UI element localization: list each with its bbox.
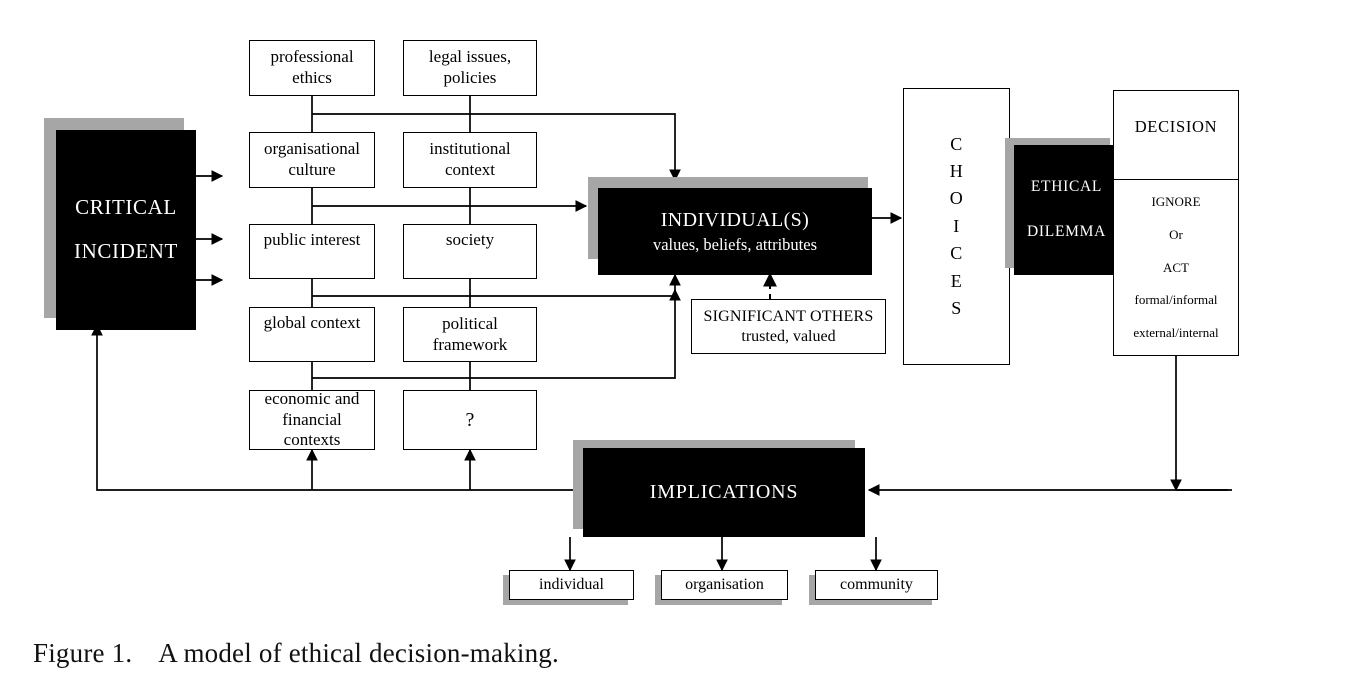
society-box[interactable]: society [403, 224, 537, 279]
implications-title: IMPLICATIONS [649, 481, 799, 504]
choices-box[interactable]: C H O I C E S [903, 88, 1010, 365]
wire-branch-top [312, 113, 681, 182]
choices-letter-0: C [950, 133, 963, 154]
unknown-factor-label: ? [465, 408, 475, 431]
ethical-dilemma-box[interactable]: ETHICAL DILEMMA [1014, 145, 1119, 275]
public-interest-box[interactable]: public interest [249, 224, 375, 279]
ethical-dilemma-line2: DILEMMA [1027, 223, 1106, 240]
figure-label: Figure 1. [33, 638, 133, 668]
choices-letter-4: C [950, 243, 963, 264]
critical-incident-box[interactable]: CRITICAL INCIDENT [56, 130, 196, 330]
economic-financial-line1: economic and [264, 388, 360, 408]
outcome-organisation-box[interactable]: organisation [661, 570, 788, 600]
decision-heading: DECISION [1134, 117, 1218, 136]
economic-financial-line3: contexts [283, 430, 341, 450]
political-framework-line2: framework [432, 334, 508, 354]
legal-issues-box[interactable]: legal issues, policies [403, 40, 537, 96]
institutional-context-box[interactable]: institutional context [403, 132, 537, 188]
professional-ethics-box[interactable]: professional ethics [249, 40, 375, 96]
decision-heading-box[interactable]: DECISION [1113, 90, 1239, 180]
significant-others-subtitle: trusted, valued [741, 327, 836, 345]
significant-others-box[interactable]: SIGNIFICANT OTHERS trusted, valued [691, 299, 886, 354]
implications-box[interactable]: IMPLICATIONS [583, 448, 865, 537]
choices-letter-5: E [950, 270, 963, 291]
organisational-culture-line2: culture [288, 160, 336, 179]
decision-option-2: ACT [1163, 259, 1189, 275]
individuals-title: INDIVIDUAL(S) [660, 208, 810, 231]
decision-options-box[interactable]: IGNORE Or ACT formal/informal external/i… [1113, 180, 1239, 356]
global-context-label: global context [263, 313, 361, 332]
organisational-culture-line1: organisational [264, 139, 360, 159]
choices-letter-3: I [953, 215, 960, 236]
wire-impl-feedback [91, 323, 583, 491]
legal-issues-line1: legal issues, [428, 47, 512, 67]
critical-incident-line1: CRITICAL [75, 195, 177, 220]
society-label: society [445, 230, 495, 249]
outcome-community-box[interactable]: community [815, 570, 938, 600]
individuals-box[interactable]: INDIVIDUAL(S) values, beliefs, attribute… [598, 188, 872, 275]
outcome-individual-label: individual [539, 576, 604, 594]
economic-financial-box[interactable]: economic and financial contexts [249, 388, 375, 450]
choices-letter-6: S [951, 297, 962, 318]
decision-option-4: external/internal [1133, 324, 1219, 340]
global-context-box[interactable]: global context [249, 307, 375, 362]
professional-ethics-line1: professional [270, 47, 354, 67]
choices-letter-1: H [949, 161, 964, 182]
decision-option-0: IGNORE [1151, 194, 1201, 210]
institutional-context-line2: context [444, 160, 496, 179]
wire-branch-4 [312, 288, 681, 379]
outcome-organisation-label: organisation [685, 576, 764, 594]
organisational-culture-box[interactable]: organisational culture [249, 132, 375, 188]
choices-letters: C H O I C E S [950, 131, 964, 323]
economic-financial-line2: financial [282, 409, 342, 429]
critical-incident-line2: INCIDENT [74, 239, 178, 263]
choices-letter-2: O [949, 188, 964, 209]
individuals-subtitle: values, beliefs, attributes [652, 235, 818, 255]
decision-option-3: formal/informal [1134, 292, 1218, 308]
significant-others-title: SIGNIFICANT OTHERS [703, 307, 874, 325]
figure-caption-text: A model of ethical decision-making. [158, 638, 559, 668]
political-framework-box[interactable]: political framework [403, 307, 537, 362]
outcome-community-label: community [840, 576, 913, 594]
figure-caption: Figure 1. A model of ethical decision-mak… [33, 638, 559, 669]
public-interest-label: public interest [263, 230, 361, 249]
political-framework-line1: political [442, 313, 498, 333]
outcome-individual-box[interactable]: individual [509, 570, 634, 600]
professional-ethics-line2: ethics [292, 68, 332, 87]
unknown-factor-box[interactable]: ? [403, 390, 537, 450]
legal-issues-line2: policies [443, 68, 497, 87]
ethical-dilemma-line1: ETHICAL [1030, 178, 1103, 196]
decision-option-1: Or [1169, 226, 1183, 242]
institutional-context-line1: institutional [429, 139, 511, 159]
